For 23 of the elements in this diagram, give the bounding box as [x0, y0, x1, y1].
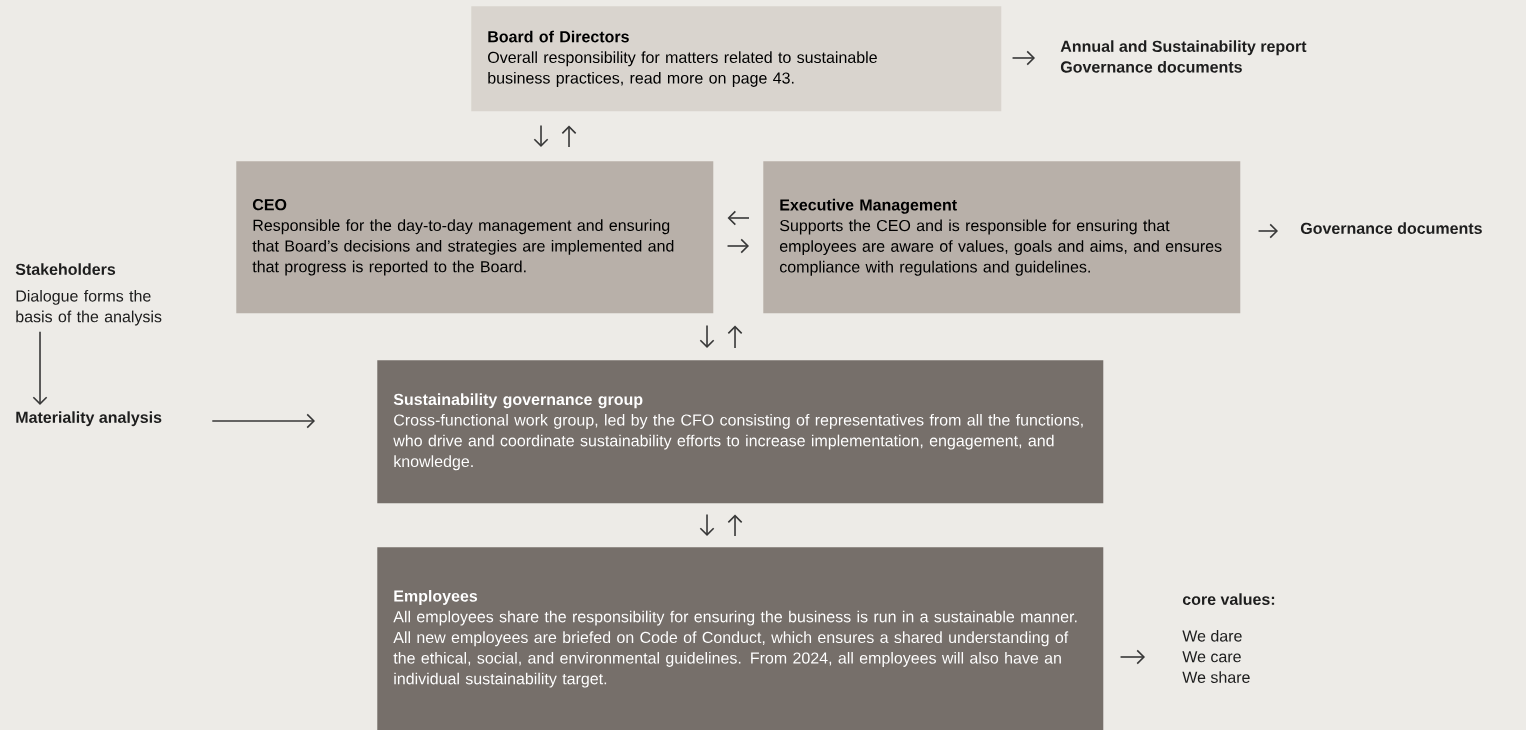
arrow [1119, 649, 1145, 665]
process-box: Executive Management Supports the CEO and is responsible for ensuring that employees are aware of values, goals and aims, and ensures compliance with regulations and guidelines. [763, 161, 1241, 314]
process-box: Board of Directors Overall responsibility for matters related to sustainable business practices, read more on page 43. [471, 6, 1002, 112]
arrow [727, 325, 743, 349]
text-label: Governance documents [1300, 222, 1482, 234]
process-box: Sustainability governance group Cross-functional work group, led by the CFO consisting of representatives from all the functions, who drive and coordinate sustainability efforts to increase implementation, engagement, and knowledge. [377, 360, 1104, 504]
arrow [561, 125, 577, 148]
arrow [1011, 50, 1035, 66]
arrow [727, 210, 750, 226]
text-label: Stakeholders Dialogue forms the basis of the analysis [15, 263, 162, 326]
arrow [211, 413, 315, 429]
arrow [699, 324, 715, 348]
arrow [533, 124, 549, 147]
arrow [1257, 223, 1278, 239]
arrow [699, 513, 715, 536]
arrow [727, 514, 743, 537]
text-label: Materiality analysis [16, 411, 162, 427]
text-label: core values: We dare We care We share [1182, 593, 1275, 683]
text-label: Annual and Sustainability report Governance documents [1060, 40, 1307, 73]
arrow [32, 330, 48, 405]
process-box: CEO Responsible for the day-to-day management and ensuring that Board’s decisions and strategies are implemented and that progress is reported to the Board. [236, 161, 714, 314]
process-box: Employees All employees share the responsibility for ensuring the business is run in a sustainable manner. All new employees are briefed on Code of Conduct, which ensures a shared understanding of the ethical, social, and environmental guidelines. From 2024, all employees will also have an individual sustainability target. [377, 547, 1104, 730]
arrow [726, 238, 749, 254]
